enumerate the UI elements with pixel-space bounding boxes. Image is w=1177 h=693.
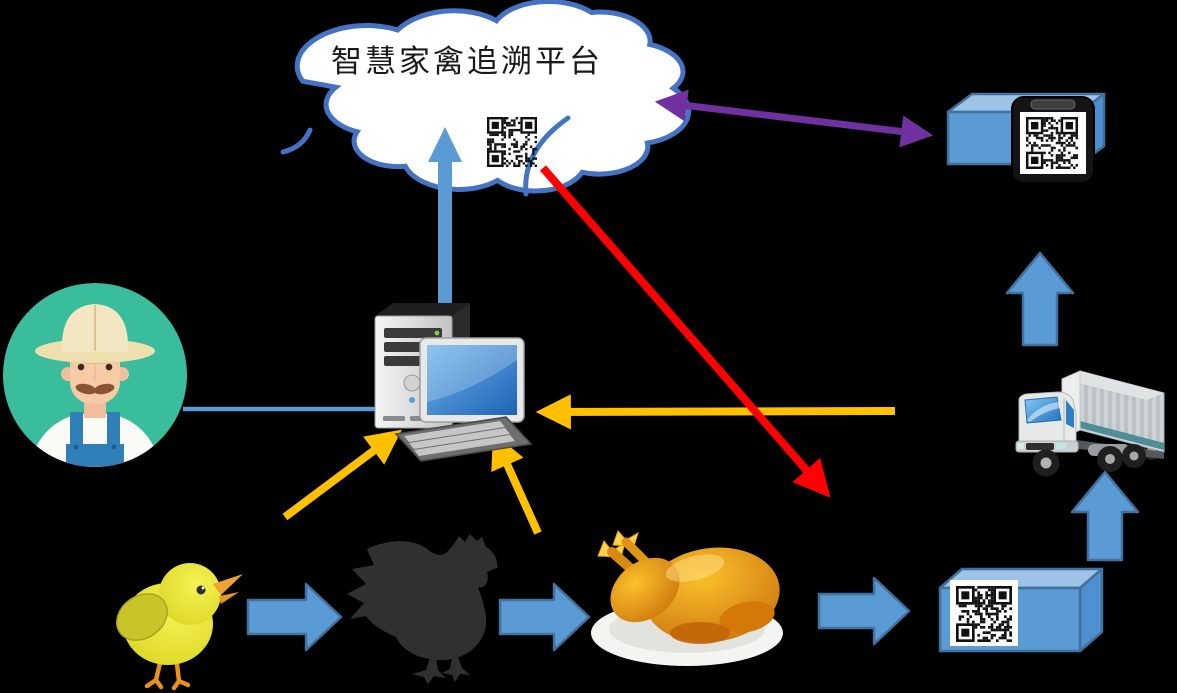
cloud-platform-label: 智慧家禽追溯平台 [331,44,603,79]
qr-code-icon [487,117,537,167]
qr-code-icon [956,586,1012,642]
delivery-truck-icon [1015,370,1165,477]
qr-code-icon [1026,117,1078,169]
arrow-truck-to-retail-scanner [1005,251,1075,347]
farmer-avatar-icon [3,283,187,467]
arrow-cloud-to-retail-scanner [654,89,934,148]
arrow-qr-box-to-truck [1070,470,1140,562]
chick-icon [116,563,243,691]
arrow-chick-to-computer [282,429,402,521]
roast-chicken-plate-icon [591,530,783,666]
arrow-computer-to-cloud [428,127,462,340]
arrow-hen-to-computer [491,432,542,535]
arrow-cloud-qr-to-roast-chicken [539,165,831,498]
arrow-roast-chicken-to-qr-box [817,576,911,646]
arrow-hen-to-roast-chicken [498,582,591,652]
arrow-chick-to-hen [246,582,343,652]
desktop-computer-icon [374,303,533,462]
cloud-icon [283,1,689,194]
hen-icon [347,534,499,684]
arrow-right-to-computer [535,394,896,430]
